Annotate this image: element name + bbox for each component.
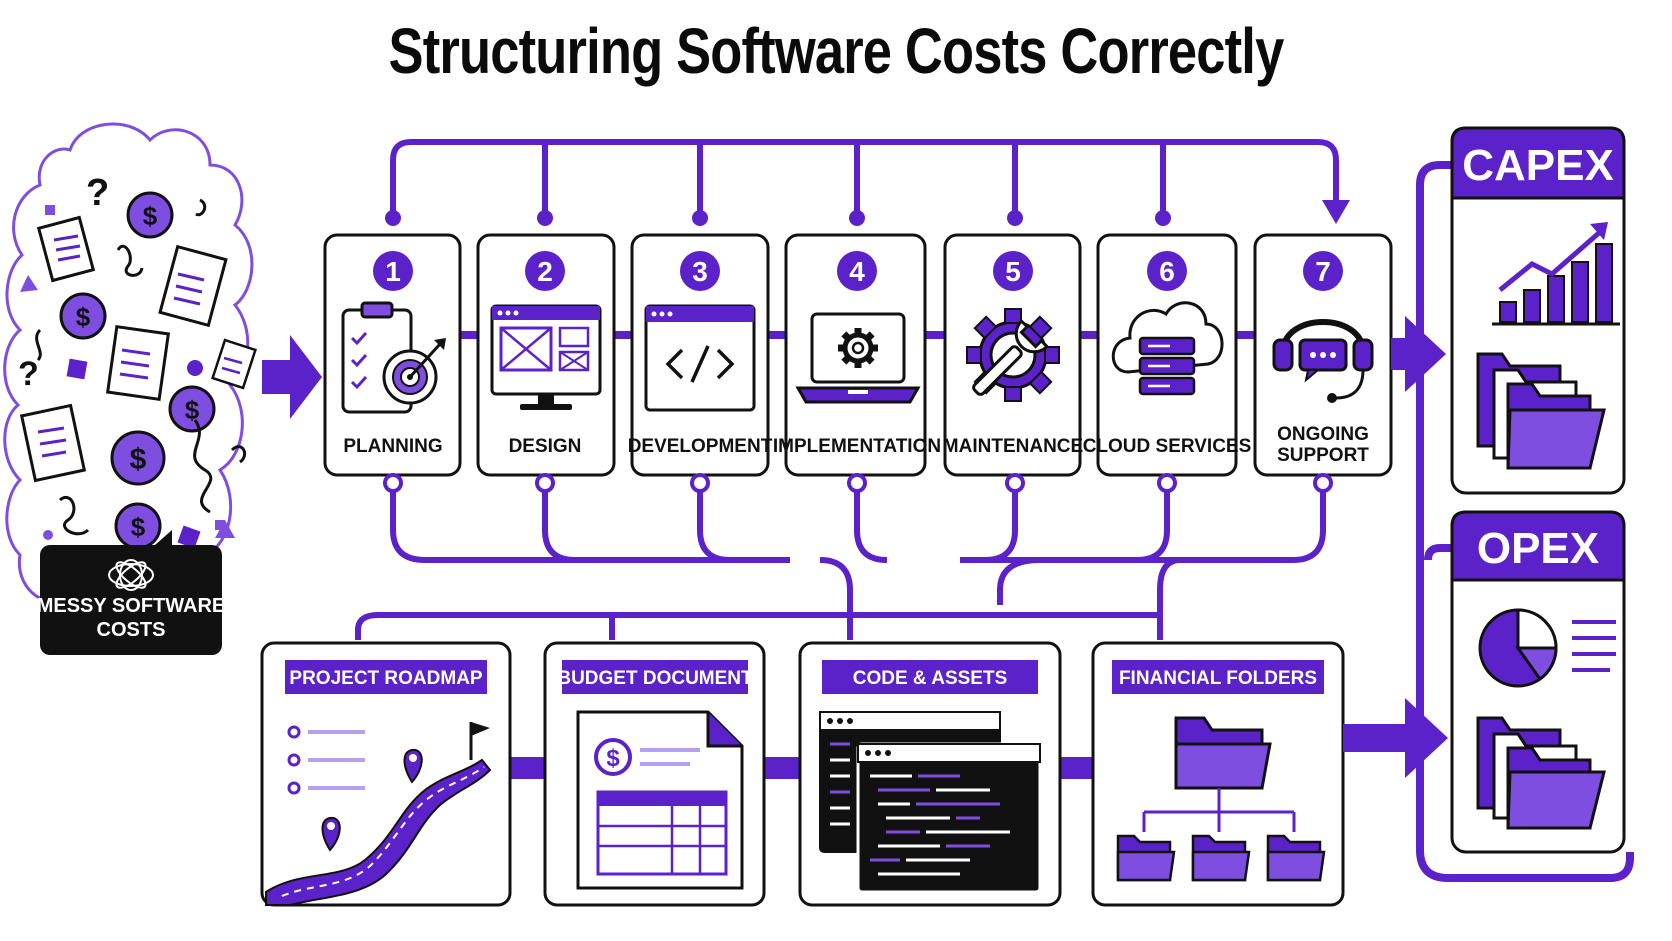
stage-label: DESIGN — [509, 436, 582, 457]
stage-label: CLOUD SERVICES — [1083, 436, 1252, 457]
pie-chart-list-icon — [1478, 608, 1616, 688]
stage-to-document-connectors — [355, 483, 1326, 640]
dollar-coin-icon: $ — [110, 430, 166, 486]
stage-label-line2: SUPPORT — [1277, 445, 1369, 466]
stage-number: 1 — [385, 256, 401, 287]
stage-number: 5 — [1005, 256, 1021, 287]
clipboard-target-icon — [341, 301, 446, 414]
folders-icon — [1476, 716, 1606, 830]
stage-label-line1: ONGOING — [1277, 424, 1369, 445]
stage-label: PLANNING — [343, 436, 442, 457]
svg-text:$: $ — [130, 443, 147, 476]
stage-number: 6 — [1159, 256, 1175, 287]
code-windows-icon — [819, 711, 1042, 894]
top-connector-bus — [390, 139, 1339, 218]
stage-label: DEVELOPMENT — [628, 436, 773, 457]
document-icon — [105, 325, 171, 401]
stage-number: 7 — [1315, 256, 1331, 287]
stage-number: 3 — [692, 256, 708, 287]
page-title: Structuring Software Costs Correctly — [388, 15, 1285, 87]
stage-card-design: 2 DESIGN — [476, 233, 616, 477]
opex-label: OPEX — [1477, 524, 1599, 573]
stage-card-maintenance: 5 MAINTENANCE — [943, 233, 1083, 477]
squiggle-icon — [193, 419, 213, 514]
dollar-coin-icon: $ — [114, 502, 162, 550]
stage-number: 2 — [537, 256, 553, 287]
flow-arrow-to-opex — [1343, 698, 1448, 778]
messy-costs-cloud: $ $ $ $ $ — [3, 122, 257, 655]
laptop-gear-icon — [795, 312, 921, 404]
capex-card: CAPEX — [1450, 126, 1626, 495]
squiggle-icon — [116, 244, 144, 277]
top-bus-arrowhead — [1322, 200, 1350, 224]
opex-card: OPEX — [1450, 510, 1626, 854]
doc-title: CODE & ASSETS — [853, 668, 1008, 689]
svg-text:$: $ — [606, 745, 620, 772]
flow-arrow-in — [262, 335, 322, 419]
stage-card-development: 3 DEVELOPMENT — [628, 233, 773, 477]
doc-title: BUDGET DOCUMENT — [557, 668, 753, 689]
doc-title: FINANCIAL FOLDERS — [1119, 668, 1317, 689]
stage-card-planning: 1 PLANNING — [323, 233, 462, 477]
code-window-icon — [644, 304, 756, 412]
dollar-coin-icon: $ — [126, 191, 174, 239]
svg-text:$: $ — [143, 201, 158, 231]
capex-opex-bracket — [1416, 161, 1634, 882]
svg-text:$: $ — [185, 395, 200, 425]
document-icon — [211, 338, 257, 390]
capex-label: CAPEX — [1462, 141, 1614, 190]
stage-card-cloud-services: 6 CLOUD SERVICES — [1083, 233, 1252, 477]
document-icon — [158, 244, 228, 328]
doc-card-financial-folders: FINANCIAL FOLDERS — [1091, 641, 1345, 907]
roadmap-icon — [265, 722, 492, 906]
messy-costs-line2: COSTS — [97, 619, 166, 641]
question-mark-icon: ? — [18, 355, 39, 393]
budget-sheet-icon: $ — [576, 710, 744, 890]
messy-costs-label: MESSY SOFTWARE COSTS — [37, 530, 226, 655]
svg-text:$: $ — [131, 512, 146, 542]
flow-arrow-to-capex — [1391, 316, 1446, 392]
folder-tree-icon — [1116, 716, 1326, 882]
squiggle-icon — [59, 496, 90, 536]
dollar-coin-icon: $ — [168, 385, 216, 433]
stage-label: MAINTENANCE — [943, 436, 1083, 457]
headset-icon — [1272, 319, 1374, 403]
tangled-knot-icon — [108, 559, 154, 591]
stage-number: 4 — [849, 256, 865, 287]
document-icon — [36, 215, 96, 283]
dollar-coin-icon: $ — [59, 292, 107, 340]
stage-card-implementation: 4 IMPLEMENTATION — [773, 233, 941, 477]
bar-chart-arrow-icon — [1492, 222, 1620, 326]
messy-costs-line1: MESSY SOFTWARE — [37, 595, 226, 617]
stage-card-ongoing-support: 7 ONGOING SUPPORT — [1253, 233, 1393, 477]
doc-card-budget-document: BUDGET DOCUMENT $ — [543, 641, 766, 907]
doc-card-project-roadmap: PROJECT ROADMAP — [260, 641, 512, 907]
question-mark-icon: ? — [86, 172, 109, 214]
svg-text:$: $ — [76, 302, 91, 332]
doc-title: PROJECT ROADMAP — [289, 668, 483, 689]
document-icon — [19, 403, 87, 483]
wireframe-monitor-icon — [490, 304, 602, 410]
doc-card-code-assets: CODE & ASSETS — [798, 641, 1062, 907]
gear-wrench-icon — [966, 308, 1060, 402]
lifecycle-stages: 1 PLANNING 2 — [323, 233, 1393, 477]
folders-icon — [1476, 352, 1606, 470]
cloud-server-icon — [1111, 301, 1224, 396]
cost-documents: PROJECT ROADMAP BUDGET D — [260, 641, 1345, 907]
stage-label: IMPLEMENTATION — [773, 436, 941, 457]
